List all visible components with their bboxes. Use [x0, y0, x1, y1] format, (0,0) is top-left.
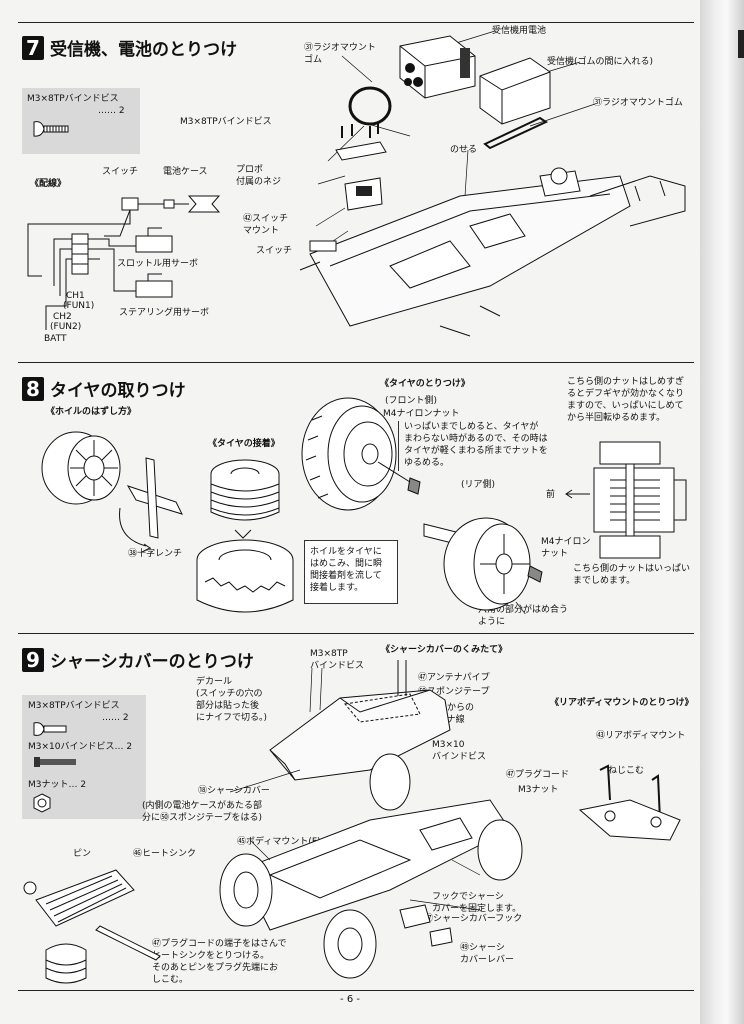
section-9-title: シャーシカバーのとりつけ	[50, 652, 254, 672]
pin-label: ピン	[73, 849, 92, 859]
m3x10-label: M3×10 バインドビス	[432, 740, 487, 762]
tire-attach-title: 《タイヤのとりつけ》	[380, 379, 470, 389]
wiring-title: 《配線》	[30, 179, 67, 189]
s7-parts-name: M3×8TPバインドビス	[27, 94, 119, 104]
section-9-header: 9 シャーシカバーのとりつけ	[22, 647, 254, 672]
s7-switch-mount: ㊷スイッチ マウント	[243, 214, 289, 236]
cover-hook-label: ㊲シャーシカバーフック	[424, 914, 523, 924]
s9-part-1-qty: …… 2	[102, 713, 129, 723]
s9-part-3: M3ナット… 2	[28, 780, 87, 790]
s7-parts-qty: …… 2	[98, 106, 125, 116]
section-7-header: 7 受信機、電池のとりつけ	[22, 35, 237, 60]
wiring-ch2: CH2	[53, 312, 72, 322]
s7-m3x8-screw: M3×8TPバインドビス	[180, 117, 272, 127]
top-rule	[18, 22, 694, 23]
sponge-tape-label: ㊿スポンジテープ	[418, 687, 490, 697]
rear-body-mount-label: ㊸リアボディマウント	[596, 731, 686, 741]
assembly-title: 《シャーシカバーのくみたて》	[381, 645, 508, 655]
screw-icon	[33, 121, 69, 137]
s7-place: のせる	[450, 145, 478, 155]
right-note-bottom: こちら側のナットはいっぱい までしめます。	[573, 564, 691, 586]
section-divider-2	[18, 633, 694, 634]
s7-switch: スイッチ	[256, 246, 293, 256]
section-divider-1	[18, 362, 694, 363]
section-7-title: 受信機、電池のとりつけ	[50, 40, 238, 60]
wiring-batt: BATT	[44, 334, 67, 344]
section-7-number: 7	[22, 35, 44, 60]
wiring-diagram	[27, 195, 221, 330]
plug-cord-label: ㊼プラグコード	[506, 770, 570, 780]
m3x8-screw-icon	[33, 722, 67, 736]
binder-edge	[700, 0, 744, 1024]
section-9-number: 9	[22, 647, 44, 672]
front-note-text: いっぱいまでしめると、タイヤが まわらない時があるので、その時は タイヤが軽くま…	[404, 422, 548, 468]
section-8-title: タイヤの取りつけ	[50, 381, 186, 401]
binder-tab	[738, 30, 744, 58]
section-8-number: 8	[22, 376, 44, 401]
bottom-rule	[18, 990, 694, 991]
wiring-steering-label: ステアリング用サーボ	[119, 308, 210, 318]
s7-receiver-battery: 受信機用電池	[492, 26, 547, 36]
decal-label: デカール (スイッチの穴の 部分は貼った後 にナイフで切る。)	[196, 677, 268, 723]
bond-note-text: ホイルをタイヤに はめこみ、間に瞬 間接着剤を流して 接着します。	[310, 547, 383, 593]
m4-nut-front: M4ナイロンナット	[383, 409, 460, 419]
front-tire-illustration	[301, 397, 421, 511]
hook-note: フックでシャーシ カバーを固定します。	[432, 892, 522, 914]
heat-sink-label: ㊻ヒートシンク	[133, 849, 197, 859]
axle-top-view	[565, 441, 687, 559]
m3-nut-icon	[33, 793, 51, 813]
m4-nut-rear: M4ナイロン ナット	[541, 537, 591, 559]
bond-note-box: ホイルをタイヤに はめこみ、間に瞬 間接着剤を流して 接着します。	[304, 540, 398, 604]
m3x10-screw-icon	[34, 757, 76, 767]
section-8-header: 8 タイヤの取りつけ	[22, 376, 186, 401]
cross-wrench-label: ㊳十字レンチ	[128, 549, 183, 559]
s9-part-2: M3×10バインドビス… 2	[28, 742, 133, 752]
front-note-box: いっぱいまでしめると、タイヤが まわらない時があるので、その時は タイヤが軽くま…	[398, 421, 563, 471]
rear-body-mount-title: 《リアボディマウントのとりつけ》	[550, 698, 694, 708]
antenna-pipe-label: ㊼アンテナパイプ	[418, 673, 490, 683]
wiring-ch1: CH1	[66, 291, 85, 301]
wiring-fun2: (FUN2)	[50, 322, 82, 332]
wheel-removal-title: 《ホイルのはずし方》	[46, 407, 137, 417]
front-side-label: (フロント側)	[385, 396, 438, 406]
wheel-wrench-illustration	[41, 431, 183, 553]
s7-receiver-label: 受信機(ゴムの間に入れる)	[547, 57, 654, 67]
rear-body-mount-illustration	[578, 764, 681, 841]
s7-chassis-illustration	[299, 30, 686, 337]
m3-nut-label: M3ナット	[518, 785, 559, 795]
rear-side-label: (リア側)	[461, 480, 496, 490]
s7-radio-mount-rubber: ㉛ラジオマウント ゴム	[304, 43, 376, 65]
chassis-cover-illustration	[219, 660, 523, 979]
s9-part-1: M3×8TPバインドビス	[28, 701, 120, 711]
right-note-top: こちら側のナットはしめすぎ るとデフギヤが効かなくなり ますので、いっぱいにしめ…	[567, 377, 685, 423]
s9-parts-box: M3×8TPバインドビス …… 2 M3×10バインドビス… 2 M3ナット… …	[22, 695, 146, 819]
cover-lever-label: ㊾シャーシ カバーレバー	[460, 943, 515, 965]
s7-radio-mount-rubber-right: ㉛ラジオマウントゴム	[593, 98, 683, 108]
rear-tire-illustration	[423, 517, 543, 614]
screw-in-label: ねじこむ	[608, 766, 645, 776]
body-mount-f-label: ㊺ボディマウント(F)	[237, 837, 321, 847]
s7-propo-screw: プロポ 付属のネジ	[236, 165, 282, 187]
cover-note: (内側の電池ケースがあたる部 分に㊿スポンジテープをはる)	[142, 801, 263, 823]
wiring-fun1: (FUN1)	[63, 301, 95, 311]
s9-m3x8-label: M3×8TP バインドビス	[310, 649, 365, 671]
wiring-battery-label: 電池ケース	[163, 167, 208, 177]
wiring-switch-label: スイッチ	[102, 167, 139, 177]
page-number: - 6 -	[340, 994, 360, 1005]
hex-note: 六角の部分がはめ合う ように	[478, 605, 569, 627]
wiring-throttle-label: スロットル用サーボ	[117, 259, 199, 269]
plug-note: ㊼プラグコードの端子をはさんで ヒートシンクをとりつける。 そのあとピンをプラグ…	[152, 939, 287, 985]
heat-sink-illustration	[23, 869, 161, 984]
front-arrow-label: 前	[546, 490, 556, 500]
s7-parts-box: M3×8TPバインドビス …… 2	[22, 88, 140, 154]
tire-bonding-title: 《タイヤの接着》	[208, 439, 280, 449]
tire-bonding-illustration	[196, 459, 294, 613]
